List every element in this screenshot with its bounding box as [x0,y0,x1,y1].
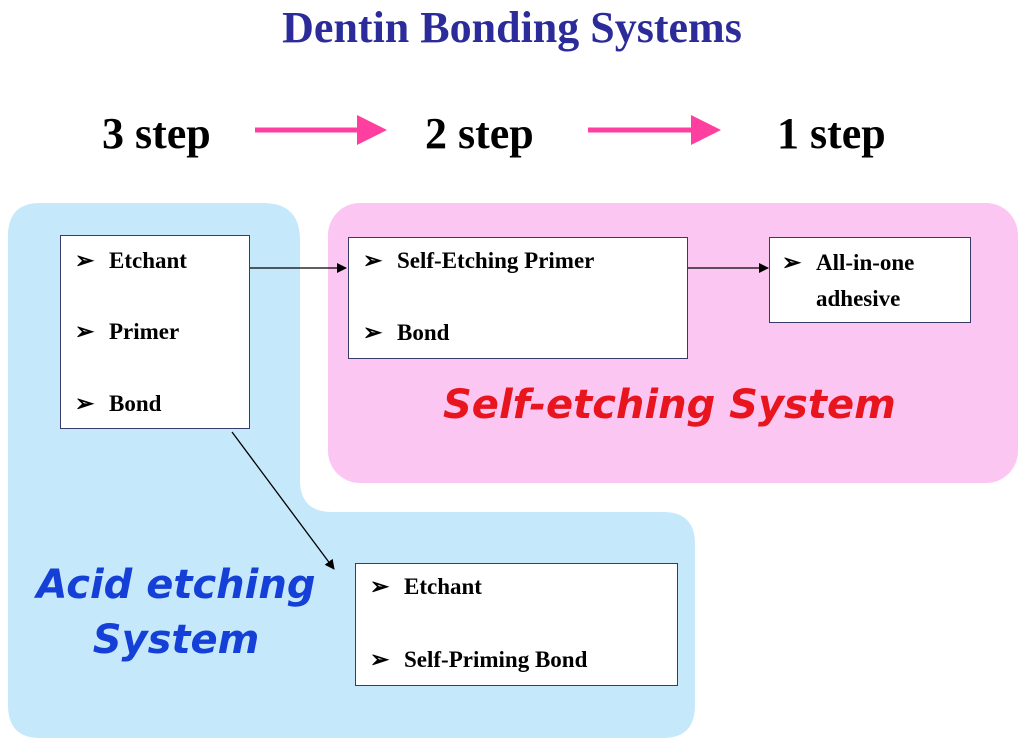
step-label-3: 3 step [102,109,211,158]
step-label-1: 1 step [777,109,886,158]
one-step-item-line1: ➢All-in-one [782,250,915,275]
page-title: Dentin Bonding Systems [282,3,742,52]
three-step-item-bond: ➢Bond [75,391,162,416]
bullet-arrow-icon: ➢ [75,319,95,344]
one-step-item-line2: adhesive [816,286,901,311]
acid-etching-two-step-box: ➢Etchant ➢Self-Priming Bond [355,563,678,686]
self-etching-system-label: Self-etching System [443,382,896,428]
bullet-arrow-icon: ➢ [370,647,390,672]
acid-etching-system-label-line1: Acid etching [36,562,316,608]
acid-etching-system-label-line2: System [92,617,260,663]
bullet-arrow-icon: ➢ [370,574,390,599]
bullet-arrow-icon: ➢ [75,391,95,416]
three-step-item-etchant: ➢Etchant [75,248,187,273]
step-label-2: 2 step [425,109,534,158]
bullet-arrow-icon: ➢ [363,248,383,273]
bullet-arrow-icon: ➢ [363,320,383,345]
connector-three-step-to-acid-two-step [231,431,335,570]
one-step-box: ➢All-in-one adhesive [769,237,971,323]
bullet-arrow-icon: ➢ [782,250,802,275]
three-step-item-primer: ➢Primer [75,319,180,344]
acid-etching-item-etchant: ➢Etchant [370,574,482,599]
self-etching-two-step-box: ➢Self-Etching Primer ➢Bond [348,237,688,359]
bullet-arrow-icon: ➢ [75,248,95,273]
acid-etching-item-self-priming-bond: ➢Self-Priming Bond [370,647,588,672]
self-etching-item-primer: ➢Self-Etching Primer [363,248,595,273]
self-etching-item-bond: ➢Bond [363,320,450,345]
three-step-box: ➢Etchant ➢Primer ➢Bond [60,235,250,429]
